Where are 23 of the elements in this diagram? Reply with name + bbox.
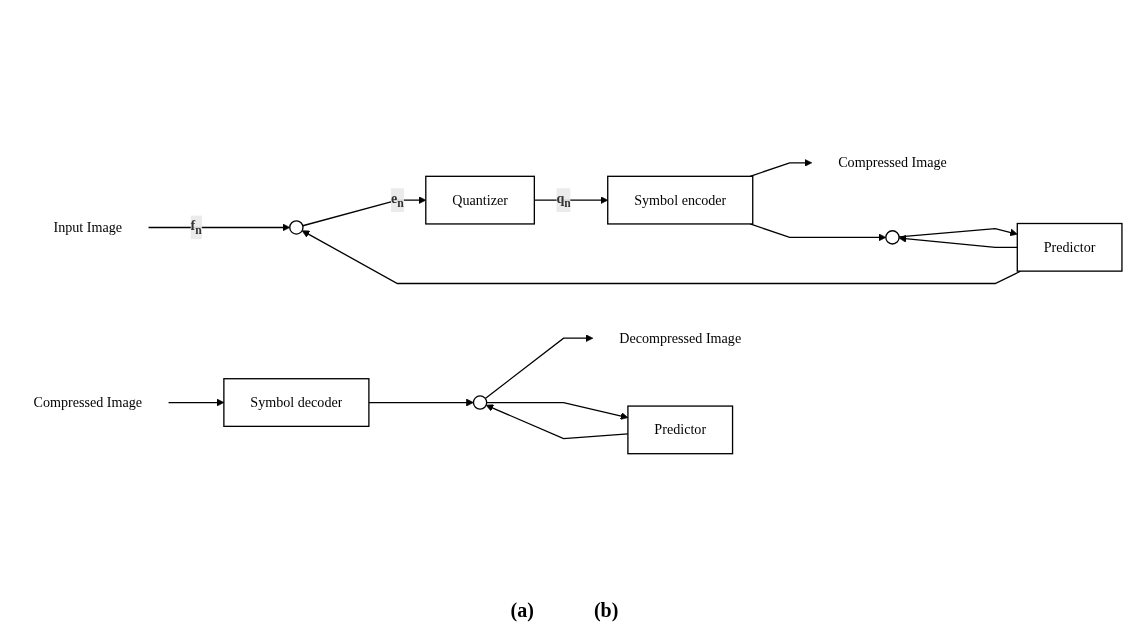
arrow xyxy=(898,234,1018,249)
node-box: Quantizer xyxy=(425,175,535,225)
node-text: Compressed Image xyxy=(33,394,143,410)
node-box: Symbol encoder xyxy=(607,175,754,225)
arrow xyxy=(484,334,594,400)
node-text: Compressed Image xyxy=(838,155,947,171)
arrow xyxy=(749,159,813,178)
edge-label: q$_{n}$ xyxy=(556,190,571,210)
node-text: Decompressed Image xyxy=(619,330,742,346)
figure-label: (b) xyxy=(593,599,619,622)
node-box: Predictor xyxy=(627,405,734,455)
node-circle xyxy=(289,220,304,235)
node-box: Predictor xyxy=(1016,222,1123,272)
node-box: Symbol decoder xyxy=(223,378,370,428)
arrow xyxy=(368,398,474,407)
node-circle xyxy=(472,395,488,410)
node-circle xyxy=(885,230,900,245)
node-text: Input Image xyxy=(53,219,123,235)
arrow xyxy=(147,223,291,232)
edge-label: f$_{n}$ xyxy=(190,218,202,237)
arrow xyxy=(898,228,1018,238)
edge-label: e$_{n}$ xyxy=(390,190,404,210)
figure-label: (a) xyxy=(510,599,534,622)
